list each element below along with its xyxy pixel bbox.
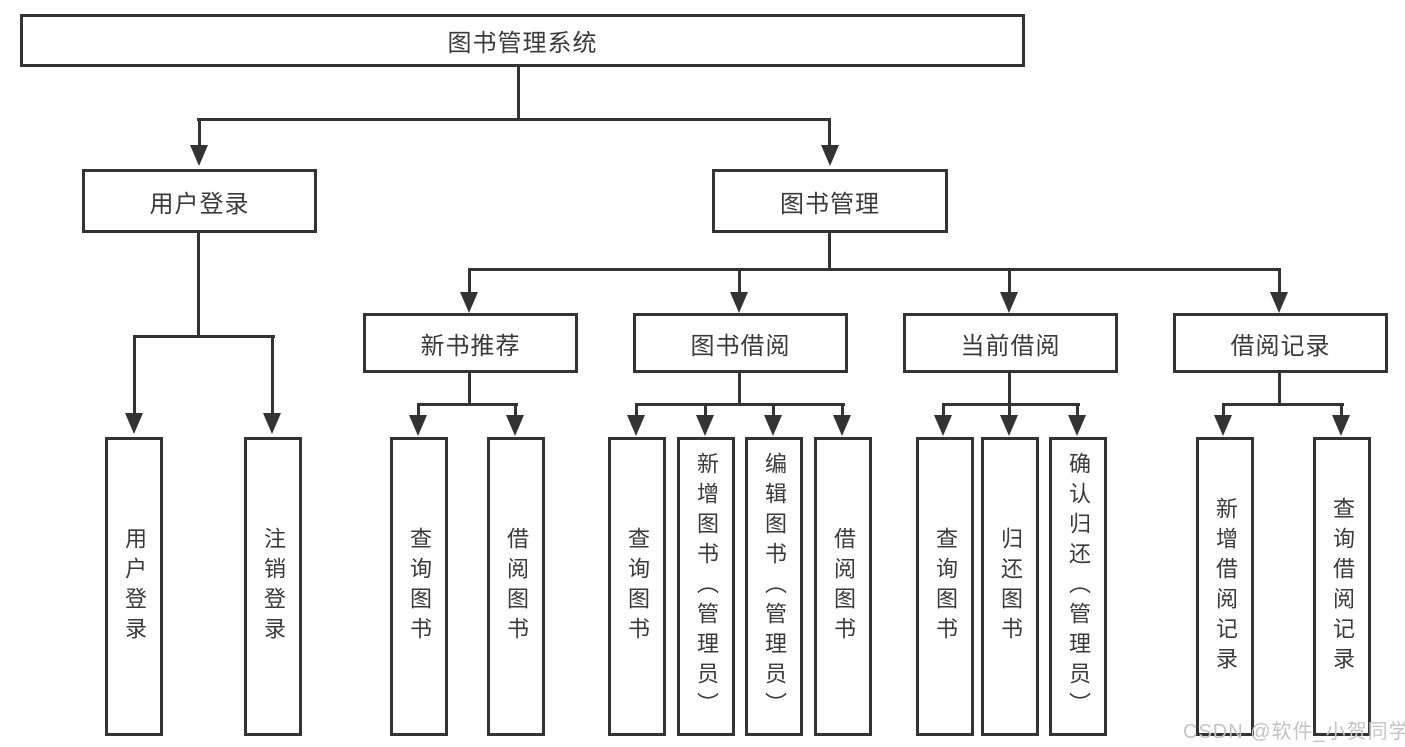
arrowhead-bb-edit-books <box>764 415 782 436</box>
connector-nbr-drop-2 <box>514 403 517 416</box>
leaf-bb-add-books-admin: 新增图书（管理员） <box>677 437 735 736</box>
node-book-borrowing: 图书借阅 <box>633 313 848 373</box>
connector-bb-stem <box>738 373 741 405</box>
leaf-cb-return-books-label: 归还图书 <box>998 526 1023 647</box>
leaf-cb-return-books: 归还图书 <box>981 437 1039 736</box>
connector-br-hline <box>1223 403 1344 406</box>
node-user-login-label: 用户登录 <box>149 190 250 218</box>
node-current-borrowing-label: 当前借阅 <box>960 332 1061 360</box>
arrowhead-leaf-logout <box>263 413 281 434</box>
connector-bm-drop-3 <box>1008 268 1011 293</box>
connector-bb-drop-4 <box>841 403 844 416</box>
arrowhead-nbr-borrow-books <box>506 415 524 436</box>
connector-cb-drop-3 <box>1076 403 1079 416</box>
connector-br-drop-2 <box>1340 403 1343 416</box>
leaf-nbr-borrow-books-label: 借阅图书 <box>504 526 529 647</box>
connector-bm-drop-2 <box>738 268 741 293</box>
leaf-br-add-record: 新增借阅记录 <box>1196 437 1254 736</box>
arrowhead-leaf-user-login <box>125 413 143 434</box>
leaf-bb-query-books: 查询图书 <box>608 437 666 736</box>
leaf-cb-confirm-return-admin: 确认归还（管理员） <box>1049 437 1107 736</box>
connector-nbr-drop-1 <box>417 403 420 416</box>
leaf-bb-borrow-books-label: 借阅图书 <box>831 526 856 647</box>
arrowhead-nbr-query-books <box>409 415 427 436</box>
connector-bb-hline <box>636 403 845 406</box>
connector-bb-drop-1 <box>635 403 638 416</box>
node-user-login: 用户登录 <box>82 169 317 233</box>
connector-cb-drop-1 <box>942 403 945 416</box>
leaf-cb-confirm-return-admin-label: 确认归还（管理员） <box>1066 451 1091 722</box>
connector-bm-drop-1 <box>468 268 471 293</box>
leaf-nbr-query-books-label: 查询图书 <box>407 526 432 647</box>
connector-br-stem <box>1278 373 1281 405</box>
leaf-br-add-record-label: 新增借阅记录 <box>1213 496 1238 677</box>
leaf-bb-edit-books-admin: 编辑图书（管理员） <box>745 437 803 736</box>
connector-bb-drop-2 <box>704 403 707 416</box>
arrowhead-bb-add-books <box>696 415 714 436</box>
connector-root-drop-right <box>828 118 831 146</box>
node-new-book-recommendation: 新书推荐 <box>363 313 578 373</box>
leaf-bb-edit-books-admin-label: 编辑图书（管理员） <box>762 451 787 722</box>
leaf-nbr-borrow-books: 借阅图书 <box>487 437 545 736</box>
csdn-watermark: CSDN @软件_小贺同学 <box>1183 721 1405 743</box>
node-new-book-recommendation-label: 新书推荐 <box>420 332 521 360</box>
leaf-user-login: 用户登录 <box>105 437 163 736</box>
connector-br-drop-1 <box>1222 403 1225 416</box>
arrowhead-borrowing-records <box>1270 292 1288 313</box>
arrowhead-br-query-record <box>1332 415 1350 436</box>
leaf-bb-query-books-label: 查询图书 <box>625 526 650 647</box>
connector-book-management-hline <box>469 268 1281 271</box>
node-root: 图书管理系统 <box>20 14 1025 67</box>
connector-user-login-stem <box>197 233 200 337</box>
connector-cb-drop-2 <box>1008 403 1011 416</box>
arrowhead-cb-confirm-return <box>1068 415 1086 436</box>
connector-cb-hline <box>943 403 1080 406</box>
arrowhead-cb-return-books <box>1000 415 1018 436</box>
connector-book-management-stem <box>828 233 831 271</box>
connector-nbr-hline <box>418 403 518 406</box>
connector-bb-drop-3 <box>772 403 775 416</box>
leaf-br-query-record-label: 查询借阅记录 <box>1330 496 1355 677</box>
node-root-label: 图书管理系统 <box>447 30 598 57</box>
connector-root-drop-left <box>198 118 201 146</box>
arrowhead-current-borrowing <box>1000 292 1018 313</box>
leaf-nbr-query-books: 查询图书 <box>390 437 448 736</box>
leaf-cb-query-books: 查询图书 <box>916 437 974 736</box>
arrowhead-bb-borrow-books <box>833 415 851 436</box>
arrowhead-br-add-record <box>1214 415 1232 436</box>
leaf-br-query-record: 查询借阅记录 <box>1313 437 1371 736</box>
leaf-logout-label: 注销登录 <box>261 526 286 647</box>
leaf-bb-borrow-books: 借阅图书 <box>814 437 872 736</box>
connector-cb-stem <box>1008 373 1011 405</box>
connector-user-login-hline <box>133 335 275 338</box>
node-book-management-label: 图书管理 <box>780 190 880 218</box>
node-book-borrowing-label: 图书借阅 <box>690 332 791 360</box>
connector-root-stem <box>517 67 520 120</box>
arrowhead-bb-query-books <box>627 415 645 436</box>
arrowhead-book-borrowing <box>730 292 748 313</box>
node-book-management: 图书管理 <box>712 169 948 233</box>
node-borrowing-records: 借阅记录 <box>1173 313 1388 373</box>
connector-user-login-drop-2 <box>271 335 274 414</box>
arrowhead-book-management <box>821 145 839 166</box>
connector-nbr-stem <box>468 373 471 405</box>
connector-user-login-drop-1 <box>133 335 136 414</box>
leaf-bb-add-books-admin-label: 新增图书（管理员） <box>694 451 719 722</box>
leaf-user-login-label: 用户登录 <box>122 526 147 647</box>
connector-bm-drop-4 <box>1278 268 1281 293</box>
node-borrowing-records-label: 借阅记录 <box>1230 332 1331 360</box>
node-current-borrowing: 当前借阅 <box>903 313 1118 373</box>
arrowhead-cb-query-books <box>934 415 952 436</box>
leaf-logout: 注销登录 <box>244 437 302 736</box>
leaf-cb-query-books-label: 查询图书 <box>933 526 958 647</box>
arrowhead-new-book-recommendation <box>460 292 478 313</box>
connector-root-hline <box>197 118 831 121</box>
arrowhead-user-login <box>190 145 208 166</box>
